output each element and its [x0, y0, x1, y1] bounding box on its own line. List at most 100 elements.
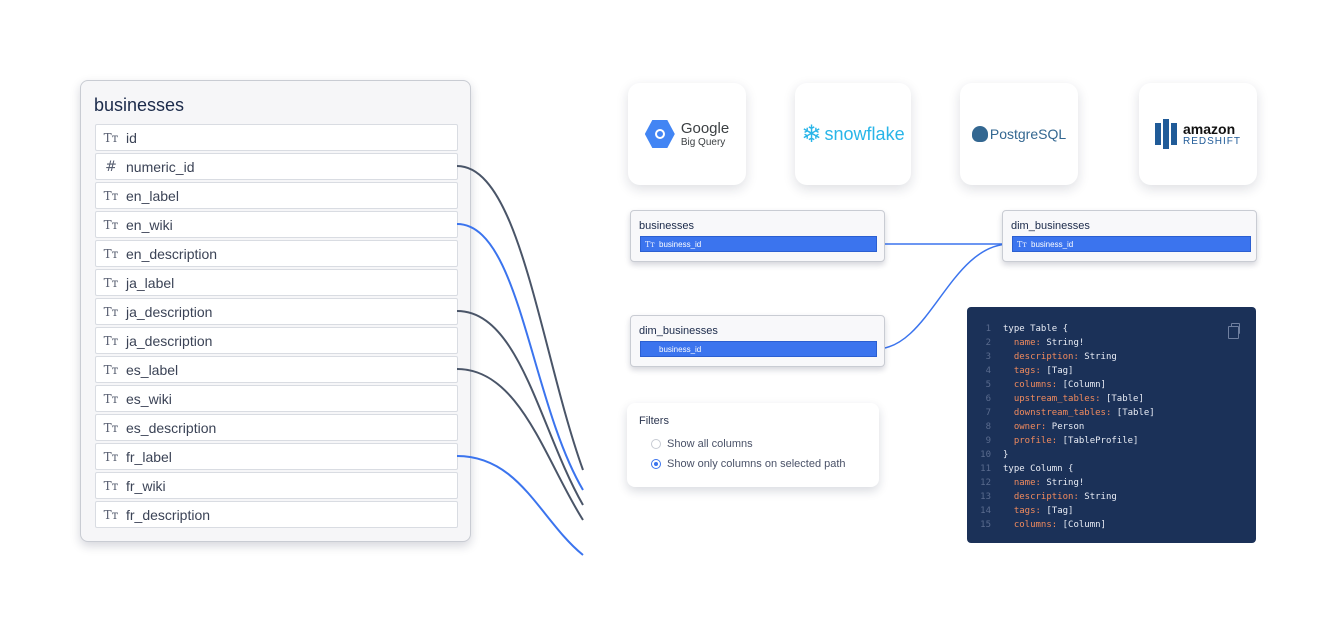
filter-option-selected-path[interactable]: Show only columns on selected path — [651, 458, 846, 470]
code-line: name: String! — [1003, 478, 1084, 488]
code-value: [Table] — [1100, 394, 1144, 404]
lineage-target-card[interactable]: dim_businesses Tт business_id — [1002, 210, 1257, 262]
postgresql-logo-card: PostgreSQL — [960, 83, 1078, 185]
text-type-icon: Tт — [103, 217, 119, 232]
line-number: 15 — [980, 520, 991, 530]
line-number: 6 — [985, 394, 991, 404]
lineage-source-card[interactable]: businesses Tт business_id — [630, 210, 885, 262]
lineage-second-column[interactable]: business_id — [640, 341, 877, 357]
code-value: type Column { — [1003, 464, 1074, 474]
filter-option-all-columns[interactable]: Show all columns — [651, 438, 753, 450]
line-number: 4 — [985, 366, 991, 376]
column-row[interactable]: Tт en_wiki — [95, 211, 458, 238]
code-line: description: String — [1003, 492, 1117, 502]
code-key: columns: — [1003, 520, 1058, 530]
column-name: es_label — [126, 361, 179, 378]
filter-option-label: Show only columns on selected path — [667, 458, 846, 470]
code-key: tags: — [1003, 506, 1041, 516]
code-value: [Tag] — [1040, 366, 1074, 376]
code-line: profile: [TableProfile] — [1003, 436, 1139, 446]
filters-title: Filters — [639, 415, 669, 427]
column-name: ja_description — [126, 303, 213, 320]
bigquery-icon — [644, 120, 675, 148]
code-line: upstream_tables: [Table] — [1003, 394, 1144, 404]
text-type-icon: Tт — [103, 391, 119, 406]
google-logo-text: Google — [680, 119, 730, 137]
code-value: } — [1003, 450, 1009, 460]
text-type-icon: Tт — [103, 478, 119, 493]
text-type-icon: Tт — [103, 304, 119, 319]
code-value: [Column] — [1057, 380, 1106, 390]
text-type-icon: Tт — [103, 420, 119, 435]
text-type-icon: Tт — [103, 362, 119, 377]
code-line: tags: [Tag] — [1003, 506, 1074, 516]
code-key: name: — [1003, 478, 1041, 488]
column-name: en_wiki — [126, 216, 173, 233]
redshift-icon — [1155, 119, 1177, 149]
line-number: 9 — [985, 436, 991, 446]
code-value: [Column] — [1057, 520, 1106, 530]
code-value: Person — [1046, 422, 1085, 432]
redshift-logo-text: REDSHIFT — [1183, 135, 1241, 147]
lineage-line-numeric-id — [456, 165, 584, 471]
code-line: type Column { — [1003, 464, 1073, 474]
line-number: 7 — [985, 408, 991, 418]
code-line: columns: [Column] — [1003, 520, 1106, 530]
column-row[interactable]: #numeric_id — [95, 153, 458, 180]
text-type-icon: Tт — [645, 239, 655, 249]
code-line: description: String — [1003, 352, 1117, 362]
filter-option-label: Show all columns — [667, 438, 753, 450]
text-type-icon: Tт — [103, 333, 119, 348]
lineage-source-column[interactable]: Tт business_id — [640, 236, 877, 252]
code-key: owner: — [1003, 422, 1047, 432]
column-name: numeric_id — [126, 158, 195, 175]
code-value: String! — [1040, 478, 1085, 488]
text-type-icon: Tт — [103, 188, 119, 203]
code-value: [TableProfile] — [1057, 436, 1139, 446]
copy-icon[interactable] — [1228, 323, 1240, 339]
lineage-second-title: dim_businesses — [639, 325, 718, 337]
column-name: en_label — [126, 187, 179, 204]
google-bigquery-logo-card: Google Big Query — [628, 83, 746, 185]
code-key: tags: — [1003, 366, 1041, 376]
column-name: es_wiki — [126, 390, 172, 407]
code-key: downstream_tables: — [1003, 408, 1112, 418]
code-line: name: String! — [1003, 338, 1084, 348]
amazon-logo-text: amazon — [1183, 120, 1236, 137]
radio-button-selected[interactable] — [651, 459, 661, 469]
lineage-target-column[interactable]: Tт business_id — [1012, 236, 1251, 252]
code-value: [Table] — [1111, 408, 1155, 418]
radio-button[interactable] — [651, 439, 661, 449]
column-row[interactable]: Tт es_wiki — [95, 385, 458, 412]
lineage-target-title: dim_businesses — [1011, 220, 1090, 232]
lineage-source-title: businesses — [639, 220, 695, 232]
column-name: business_id — [659, 239, 702, 249]
code-key: name: — [1003, 338, 1041, 348]
column-row[interactable]: Tт en_label — [95, 182, 458, 209]
column-row[interactable]: Tт ja_description — [95, 298, 458, 325]
column-name: fr_wiki — [126, 477, 166, 494]
column-row[interactable]: Tт es_label — [95, 356, 458, 383]
code-line: owner: Person — [1003, 422, 1084, 432]
line-number: 14 — [980, 506, 991, 516]
lineage-second-card[interactable]: dim_businesses business_id — [630, 315, 885, 367]
text-type-icon: Tт — [1017, 239, 1027, 249]
column-row[interactable]: Tт fr_wiki — [95, 472, 458, 499]
code-key: description: — [1003, 352, 1079, 362]
column-name: fr_description — [126, 506, 211, 523]
line-number: 8 — [985, 422, 991, 432]
table-title: businesses — [94, 95, 185, 115]
lineage-line-fr-label — [456, 455, 584, 556]
lineage-line-ja-description — [456, 310, 584, 506]
code-value: [Tag] — [1040, 506, 1074, 516]
code-line: type Table { — [1003, 324, 1068, 334]
code-value: String — [1078, 352, 1117, 362]
